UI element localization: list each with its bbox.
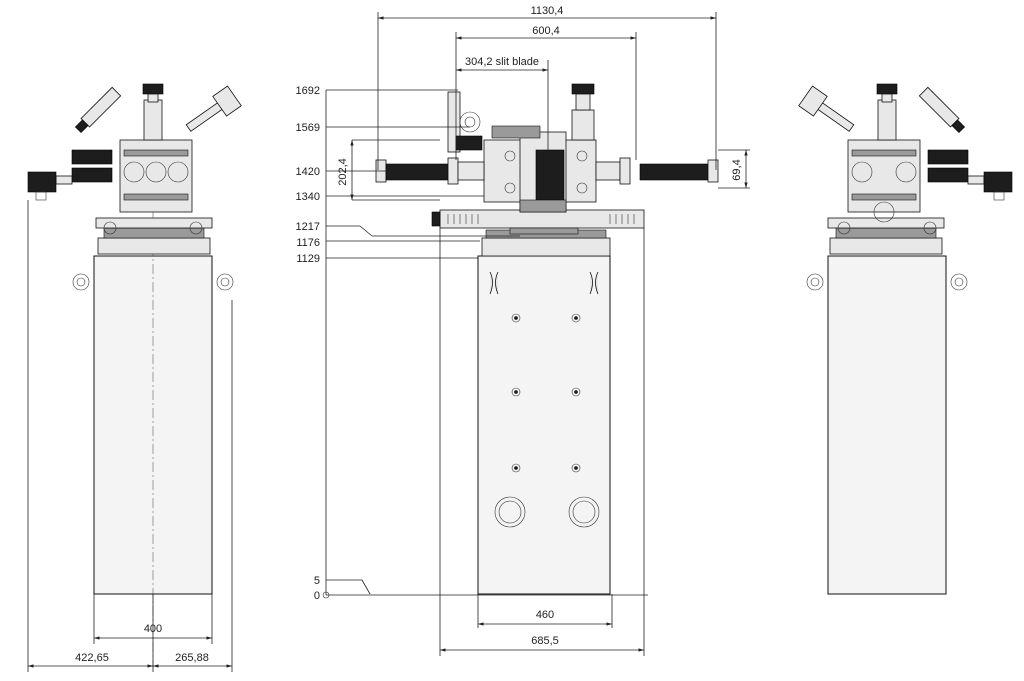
height-label-5: 5 [314,575,320,587]
width-dimensions-top [377,12,717,170]
right-offset-label: 69,4 [731,159,743,180]
height-label-1340: 1340 [296,191,320,203]
height-label-1420: 1420 [296,166,320,178]
side-dimensions [27,200,233,672]
right-bellows [639,163,709,181]
slit-blade-label: 304,2 slit blade [465,56,539,68]
left-eye-right [216,273,234,291]
front-stage [439,209,645,229]
overall-width-label: 1130,4 [531,5,564,17]
height-label-1569: 1569 [296,122,320,134]
height-label-1217: 1217 [296,221,320,233]
height-dimension-scale [322,89,648,599]
base-width-label: 460 [536,609,554,621]
height-label-1176: 1176 [296,237,320,249]
left-eye-left [72,273,90,291]
left-side-view [27,83,242,668]
height-label-1129: 1129 [296,253,320,265]
front-view [375,83,719,595]
front-column [477,255,611,595]
right-side-view [798,83,1013,595]
width-dimensions-bottom [439,228,645,656]
left-extent-label: 422,65 [75,652,109,664]
right-extent-label: 265,88 [175,652,209,664]
column-bolts [511,313,581,473]
inner-width-label: 600,4 [532,25,560,37]
port-right [568,496,600,528]
right-offset-dimension [718,149,750,189]
flange-height-label: 202,4 [337,158,349,186]
side-base-width-label: 400 [144,623,162,635]
height-label-1692: 1692 [296,85,320,97]
port-left [494,496,526,528]
height-label-0: 0 [314,590,320,602]
frame-width-label: 685,5 [531,635,559,647]
left-bellows [385,163,449,181]
